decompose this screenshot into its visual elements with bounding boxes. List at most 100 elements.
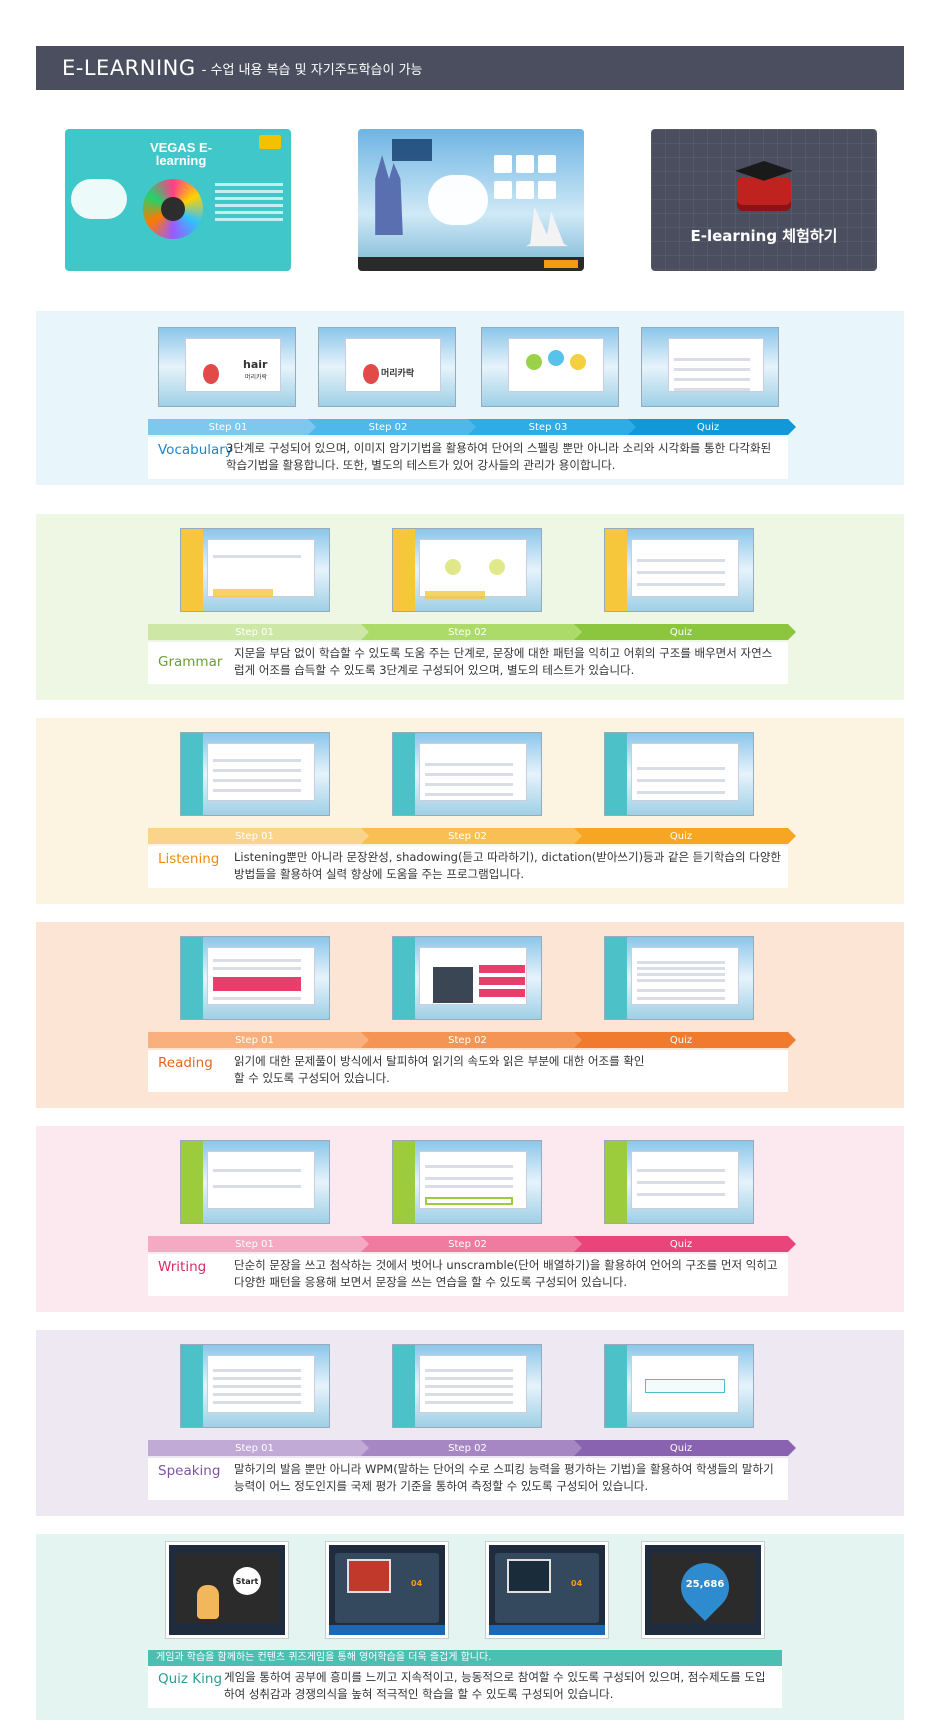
cloud-menu-graphic (428, 175, 488, 225)
vocab-step2-thumb[interactable]: 머리카락 (318, 327, 456, 407)
section-speaking: Step 01 Step 02 Quiz Speaking 말하기의 발음 뿐만… (36, 1330, 904, 1516)
vocab-step-bar: Step 01 Step 02 Step 03 Quiz (148, 419, 796, 435)
listening-step2-thumb[interactable] (392, 732, 542, 816)
step-tab[interactable]: Step 02 (361, 624, 582, 640)
quizking-description: Quiz King 게임을 통하여 공부에 흥미를 느끼고 지속적이고, 능동적… (148, 1666, 782, 1708)
try-label: E-learning 체험하기 (690, 227, 838, 245)
section-title: Grammar (158, 654, 223, 670)
section-title: Speaking (158, 1463, 221, 1479)
grammar-quiz-thumb[interactable] (604, 528, 754, 612)
section-reading: Step 01 Step 02 Quiz Reading 읽기에 대한 문제풀이… (36, 922, 904, 1108)
step-tab[interactable]: Quiz (574, 1236, 796, 1252)
status-bar (358, 257, 584, 271)
writing-step2-thumb[interactable] (392, 1140, 542, 1224)
page-subtitle: - 수업 내용 복습 및 자기주도학습이 가능 (201, 62, 423, 78)
listening-description: Listening Listening뿐만 아니라 문장완성, shadowin… (148, 846, 788, 888)
thumb-word-meaning: 머리카락 (381, 369, 415, 379)
graduation-cap-icon (731, 157, 797, 213)
reading-description: Reading 읽기에 대한 문제풀이 방식에서 탈피하여 읽기의 속도와 읽은… (148, 1050, 788, 1092)
vocab-step3-thumb[interactable] (481, 327, 619, 407)
section-listening: Step 01 Step 02 Quiz Listening Listening… (36, 718, 904, 904)
quizking-banner: 게임과 학습을 함께하는 컨텐츠 퀴즈게임을 통해 영어학습을 더욱 즐겁게 합… (148, 1650, 782, 1666)
section-desc: 말하기의 발음 뿐만 아니라 WPM(말하는 단어의 수로 스피킹 능력을 평가… (234, 1462, 774, 1493)
quizking-quiz-thumb[interactable]: 04 (486, 1542, 608, 1638)
section-writing: Step 01 Step 02 Quiz Writing 단순히 문장을 쓰고 … (36, 1126, 904, 1312)
grammar-step-bar: Step 01 Step 02 Quiz (148, 624, 796, 640)
page-title: E-LEARNING (62, 56, 196, 80)
elearning-try-button[interactable]: E-learning 체험하기 (651, 129, 877, 271)
speaking-quiz-thumb[interactable] (604, 1344, 754, 1428)
step-tab[interactable]: Step 01 (148, 1236, 369, 1252)
thumb-word: hair (243, 358, 268, 371)
step-tab[interactable]: Step 01 (148, 624, 369, 640)
step-tab[interactable]: Step 02 (361, 828, 582, 844)
quizking-start-thumb[interactable]: Start (166, 1542, 288, 1638)
step-tab[interactable]: Step 01 (148, 1032, 369, 1048)
step-tab[interactable]: Step 02 (361, 1236, 582, 1252)
step-tab[interactable]: Quiz (574, 624, 796, 640)
section-desc: 읽기에 대한 문제풀이 방식에서 탈피하여 읽기의 속도와 읽은 부분에 대한 … (234, 1054, 645, 1085)
step-tab[interactable]: Step 02 (361, 1032, 582, 1048)
quizking-toy-thumb[interactable]: 04 (326, 1542, 448, 1638)
vocab-description: Vocabulary 3단계로 구성되어 있으며, 이미지 암기기법을 활용하여… (148, 437, 788, 479)
speaking-step1-thumb[interactable] (180, 1344, 330, 1428)
skill-icons-grid (492, 153, 562, 199)
score-value: 25,686 (685, 1579, 725, 1590)
step-tab[interactable]: Step 02 (361, 1440, 582, 1456)
speaking-step2-thumb[interactable] (392, 1344, 542, 1428)
section-grammar: Step 01 Step 02 Quiz Grammar 지문을 부담 없이 학… (36, 514, 904, 700)
question-number: 04 (571, 1579, 583, 1588)
section-desc: 3단계로 구성되어 있으며, 이미지 암기기법을 활용하여 단어의 스펠링 뿐만… (226, 441, 772, 472)
section-desc: 게임을 통하여 공부에 흥미를 느끼고 지속적이고, 능동적으로 참여할 수 있… (224, 1670, 766, 1701)
brand-logo-icon (259, 135, 281, 149)
step-tab[interactable]: Step 02 (308, 419, 476, 435)
writing-description: Writing 단순히 문장을 쓰고 첨삭하는 것에서 벗어나 unscramb… (148, 1254, 788, 1296)
menu-list-graphic (215, 179, 283, 239)
section-desc: 단순히 문장을 쓰고 첨삭하는 것에서 벗어나 unscramble(단어 배열… (234, 1258, 778, 1289)
character-graphic (197, 1585, 219, 1619)
writing-step-bar: Step 01 Step 02 Quiz (148, 1236, 796, 1252)
listening-quiz-thumb[interactable] (604, 732, 754, 816)
cloud-graphic (71, 179, 127, 219)
grammar-step1-thumb[interactable] (180, 528, 330, 612)
step-tab[interactable]: Step 01 (148, 1440, 369, 1456)
listening-step-bar: Step 01 Step 02 Quiz (148, 828, 796, 844)
vegas-card-title: VEGAS E-learning (149, 140, 213, 168)
start-button[interactable]: Start (233, 1567, 261, 1595)
writing-quiz-thumb[interactable] (604, 1140, 754, 1224)
speaking-step-bar: Step 01 Step 02 Quiz (148, 1440, 796, 1456)
vocab-step1-thumb[interactable]: hair 머리카락 (158, 327, 296, 407)
section-title: Quiz King (158, 1671, 223, 1687)
reading-step1-thumb[interactable] (180, 936, 330, 1020)
section-desc: Listening뿐만 아니라 문장완성, shadowing(듣고 따라하기)… (234, 850, 781, 881)
step-tab[interactable]: Quiz (628, 419, 796, 435)
grammar-step2-thumb[interactable] (392, 528, 542, 612)
step-tab[interactable]: Quiz (574, 1032, 796, 1048)
section-title: Writing (158, 1259, 207, 1275)
step-tab[interactable]: Step 01 (148, 828, 369, 844)
section-desc: 지문을 부담 없이 학습할 수 있도록 도움 주는 단계로, 문장에 대한 패턴… (234, 646, 773, 677)
page-header: E-LEARNING - 수업 내용 복습 및 자기주도학습이 가능 (36, 46, 904, 90)
speaking-description: Speaking 말하기의 발음 뿐만 아니라 WPM(말하는 단어의 수로 스… (148, 1458, 788, 1500)
quizking-score-thumb[interactable]: 25,686 (642, 1542, 764, 1638)
listening-step1-thumb[interactable] (180, 732, 330, 816)
step-tab[interactable]: Step 03 (468, 419, 636, 435)
reading-step2-thumb[interactable] (392, 936, 542, 1020)
step-tab[interactable]: Quiz (574, 828, 796, 844)
vocabulary-map-card[interactable] (358, 129, 584, 271)
step-tab[interactable]: Quiz (574, 1440, 796, 1456)
toy-box-graphic (347, 1559, 391, 1593)
step-tab[interactable]: Step 01 (148, 419, 316, 435)
wheel-graphic (143, 179, 203, 239)
vegas-elearning-card[interactable]: VEGAS E-learning (65, 129, 291, 271)
section-title: Listening (158, 851, 220, 867)
reading-quiz-thumb[interactable] (604, 936, 754, 1020)
question-number: 04 (411, 1579, 423, 1588)
clock-graphic (392, 139, 432, 161)
section-vocabulary: hair 머리카락 머리카락 Step 01 Step 02 Step 03 Q… (36, 311, 904, 485)
vocab-quiz-thumb[interactable] (641, 327, 779, 407)
writing-step1-thumb[interactable] (180, 1140, 330, 1224)
reading-step-bar: Step 01 Step 02 Quiz (148, 1032, 796, 1048)
grammar-description: Grammar 지문을 부담 없이 학습할 수 있도록 도움 주는 단계로, 문… (148, 642, 788, 684)
section-title: Vocabulary (158, 442, 233, 458)
